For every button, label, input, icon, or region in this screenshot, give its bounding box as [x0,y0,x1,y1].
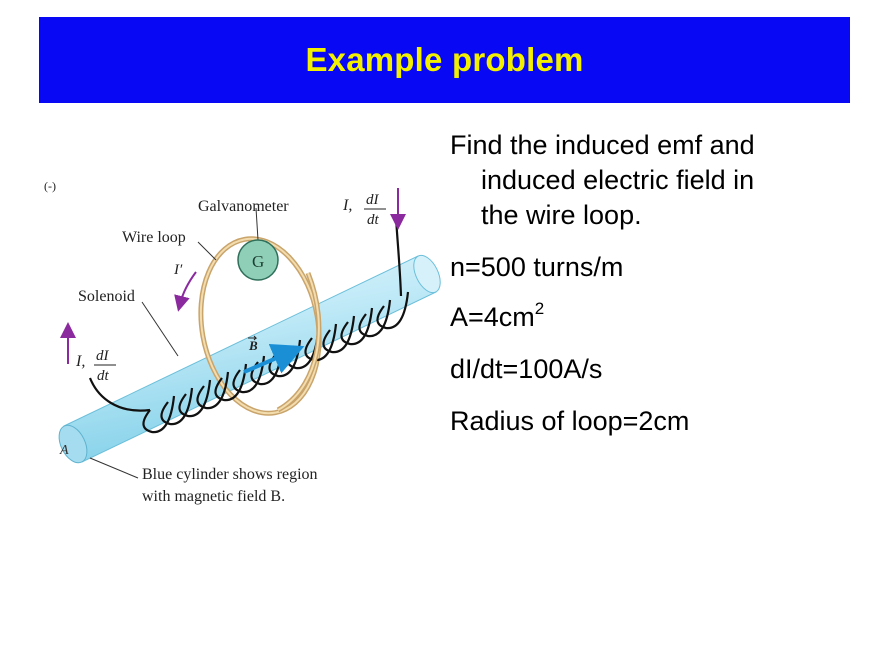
label-di-left: dI [96,348,110,364]
galvanometer-leader [255,207,259,241]
slide-title: Example problem [305,41,584,78]
cylinder-end-left [58,424,88,464]
label-solenoid: Solenoid [78,288,135,305]
caption-line2: with magnetic field B. [142,488,285,505]
galvanometer-icon [237,239,279,281]
solenoid-diagram: (-) A [44,179,441,505]
label-a: A [59,443,69,458]
corner-label: (-) [44,179,56,193]
caption-leader [89,457,139,479]
induced-current-arrow [174,271,197,312]
label-dt-left: dt [97,368,110,384]
solenoid-leader [141,301,179,357]
cylinder-body [63,255,437,463]
statement-line-1: Find the induced emf and [450,130,755,160]
cylinder-end-right [413,254,441,294]
caption-line1: Blue cylinder shows region [142,466,318,483]
area-exponent: 2 [534,299,545,318]
b-field-arrow [243,344,305,374]
title-banner: Example problem [39,17,850,103]
label-di-top: dI [366,192,380,208]
statement-line-3: the wire loop. [481,200,642,230]
area-text: A=4cm [450,302,535,332]
area-value: A=4cm2 [450,299,545,333]
solenoid-figure: (-) A [38,178,444,518]
label-i-top: I, [342,197,352,214]
wire-loop-front-highlight [277,272,320,411]
label-dt-top: dt [367,212,380,228]
statement-line-2: induced electric field in [481,165,755,195]
label-i-left: I, [75,353,85,370]
label-b: B [248,338,258,353]
b-vector-mark [248,335,258,341]
n-value: n=500 turns/m [450,252,624,282]
wire-loop-leader [197,241,217,261]
galvanometer-g: G [252,252,264,271]
radius-value: Radius of loop=2cm [450,406,690,436]
label-i-prime: I′ [173,262,183,278]
label-wire-loop: Wire loop [122,229,186,246]
didt-value: dI/dt=100A/s [450,354,603,384]
label-galvanometer: Galvanometer [198,198,289,215]
